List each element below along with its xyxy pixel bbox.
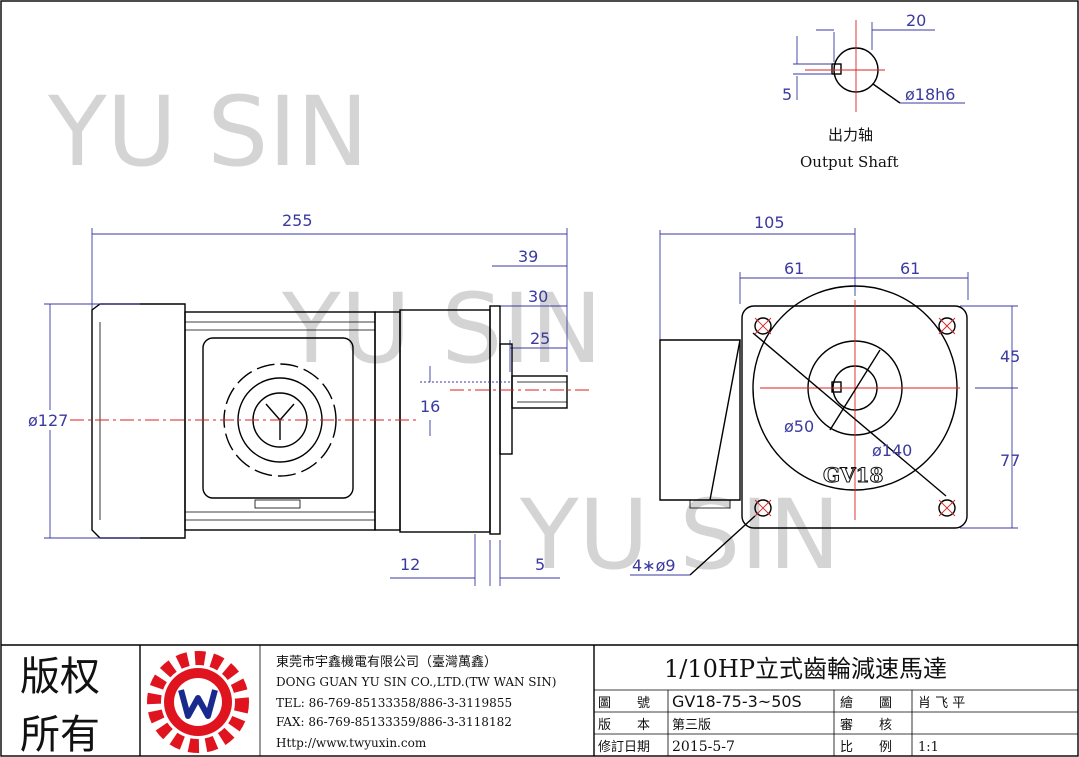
shaft-label-cn: 出力轴 xyxy=(828,126,873,144)
dim-12: 12 xyxy=(400,555,420,574)
dim-45: 45 xyxy=(1000,347,1020,366)
side-view: 255 39 30 25 xyxy=(28,211,590,586)
dim-105: 105 xyxy=(754,213,785,232)
watermark-top: YU SIN xyxy=(47,76,368,188)
drawing-title: 1/10HP立式齒輪減速馬達 xyxy=(664,655,947,683)
company-tel: TEL: 86-769-85133358/886-3-3119855 xyxy=(276,696,512,710)
rights-line-1: 版权 xyxy=(20,654,100,700)
company-website: Http://www.twyuxin.com xyxy=(276,736,427,750)
company-name-en: DONG GUAN YU SIN CO.,LTD.(TW WAN SIN) xyxy=(276,675,556,689)
watermark-bottom: YU SIN xyxy=(519,479,840,591)
revision-date-label: 修訂日期 xyxy=(598,739,650,755)
rights-line-2: 所有 xyxy=(20,712,100,757)
dim-61-right: 61 xyxy=(900,259,920,278)
reviewer-label: 審 核 xyxy=(840,718,892,733)
shaft-diameter-dim: ø18h6 xyxy=(905,85,955,104)
length-dim: 255 xyxy=(282,211,313,230)
dim-25: 25 xyxy=(530,329,550,348)
drafter-label: 繪 圖 xyxy=(840,695,892,711)
dim-140: ø140 xyxy=(872,441,912,460)
drawing-no-label: 圖 號 xyxy=(598,696,650,711)
model-mark: GV18 xyxy=(823,463,883,487)
version-label: 版 本 xyxy=(598,718,650,733)
revision-date-value: 2015-5-7 xyxy=(672,739,735,755)
output-shaft-detail: 20 5 ø18h6 出力轴 Output Shaft xyxy=(782,11,965,171)
dim-16: 16 xyxy=(420,397,440,416)
dim-30: 30 xyxy=(528,287,548,306)
front-view: 105 61 61 ø50 ø140 GV18 xyxy=(630,213,1020,576)
dim-61-left: 61 xyxy=(784,259,804,278)
dim-77: 77 xyxy=(1000,451,1020,470)
dim-50: ø50 xyxy=(784,417,814,436)
shaft-width-dim: 20 xyxy=(906,11,926,30)
drafter-value: 肖 飞 平 xyxy=(918,696,965,711)
dim-127: ø127 xyxy=(28,411,68,430)
scale-label: 比 例 xyxy=(840,740,892,755)
company-name-cn: 東莞市宇鑫機電有限公司（臺灣萬鑫） xyxy=(276,654,497,670)
dim-39: 39 xyxy=(518,247,538,266)
version-value: 第三版 xyxy=(672,718,711,733)
watermark-middle: YU SIN xyxy=(281,273,602,385)
shaft-label-en: Output Shaft xyxy=(800,153,899,171)
title-block: 版权 所有 東莞市宇鑫機電有限公司（臺灣萬鑫） DONG GUAN YU SIN… xyxy=(1,644,1078,757)
scale-value: 1:1 xyxy=(918,740,939,755)
dim-5: 5 xyxy=(535,555,545,574)
company-fax: FAX: 86-769-85133359/886-3-3118182 xyxy=(276,715,512,729)
shaft-key-dim: 5 xyxy=(782,85,792,104)
hole-spec: 4∗ø9 xyxy=(632,556,676,575)
drawing-no-value: GV18-75-3~50S xyxy=(672,692,802,711)
company-logo-icon xyxy=(147,651,249,753)
